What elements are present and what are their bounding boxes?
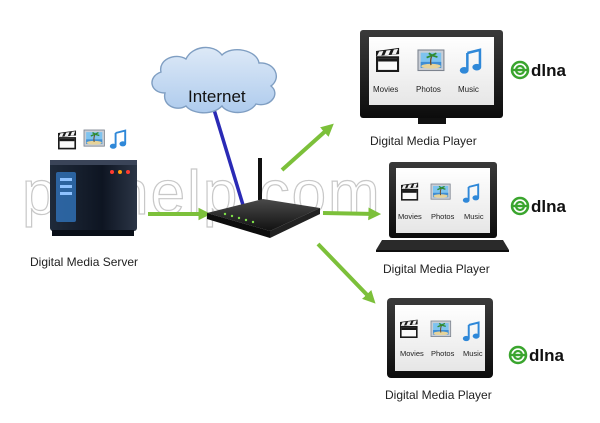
internet-cloud: Internet [151,46,277,114]
dlna-mark-icon [509,196,531,216]
clapperboard-icon [58,130,77,150]
tv-media-movies: Movies [373,85,398,94]
tv-player: Movies Photos Music [360,30,503,124]
laptop-keyboard-base [376,240,509,250]
dlna-logo-1: dlna [509,60,566,80]
dlna-mark-icon [507,345,529,365]
svg-text:dlna: dlna [529,346,564,365]
tv-media-photos: Photos [416,85,441,94]
tablet-player-caption: Digital Media Player [385,388,492,402]
server-caption: Digital Media Server [30,255,139,269]
router-antenna [258,158,262,200]
clapperboard-icon [401,182,419,201]
tablet-screen [395,305,485,371]
photo-icon [417,49,445,72]
music-note-icon [108,129,128,150]
photo-icon [83,129,106,147]
internet-link-line [210,102,245,206]
tablet-media-music: Music [463,349,483,358]
clapperboard-icon [400,319,418,338]
svg-text:dlna: dlna [531,197,566,216]
tv-media-music: Music [458,85,479,94]
tablet-player: Movies Photos Music [387,298,493,378]
tv-player-caption: Digital Media Player [370,134,477,148]
laptop-media-photos: Photos [431,212,455,221]
router-to-tv-arrow [280,123,334,172]
dlna-logo-3: dlna [507,345,564,365]
clapperboard-icon [376,47,400,72]
laptop-player: Movies Photos Music [376,162,509,252]
photo-icon [430,183,451,200]
tablet-media-photos: Photos [431,349,455,358]
laptop-media-movies: Movies [398,212,422,221]
svg-text:dlna: dlna [531,61,566,80]
server-media-icons [58,129,128,150]
router-to-tablet-arrow [316,242,376,304]
router-to-laptop-arrow [322,207,382,221]
laptop-player-caption: Digital Media Player [383,262,490,276]
tablet-media-movies: Movies [400,349,424,358]
media-server [50,129,137,236]
internet-label: Internet [188,87,246,106]
photo-icon [430,320,452,338]
laptop-media-music: Music [464,212,484,221]
router [207,158,320,238]
dlna-mark-icon [509,60,531,80]
dlna-logo-2: dlna [509,196,566,216]
